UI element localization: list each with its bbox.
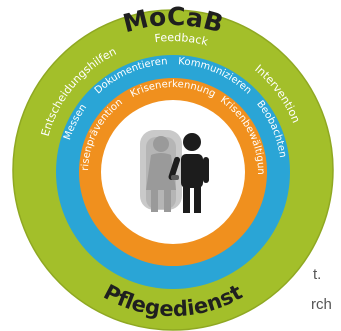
outer-ring-edge bbox=[12, 9, 334, 331]
person-right-icon bbox=[168, 133, 209, 213]
person-left-icon bbox=[146, 136, 176, 212]
side-text-fragment-2: rch bbox=[311, 296, 332, 313]
side-text-fragment-1: t. bbox=[313, 266, 322, 283]
people-icon bbox=[140, 130, 209, 213]
hands-joined bbox=[171, 175, 179, 180]
